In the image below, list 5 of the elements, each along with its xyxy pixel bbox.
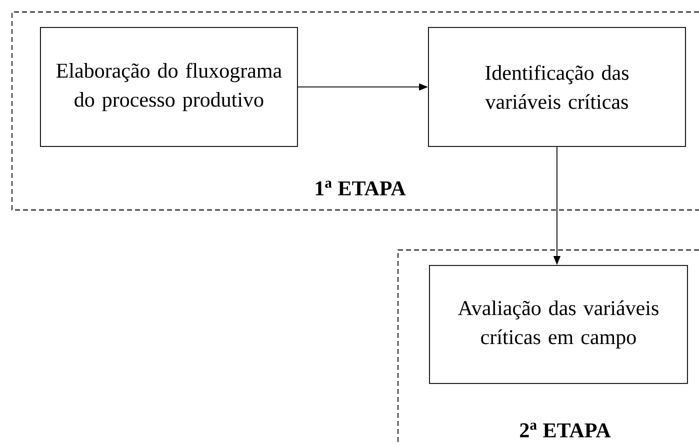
process-box: Identificação das variáveis críticas bbox=[428, 27, 686, 147]
process-box: Avaliação das variáveis críticas em campo bbox=[429, 265, 688, 384]
process-box: Elaboração do fluxograma do processo produtivo bbox=[40, 27, 298, 147]
stage-label: 2$^{a}$ ETAPA bbox=[520, 422, 611, 438]
stage-label: 1$^{a}$ ETAPA bbox=[316, 180, 406, 196]
